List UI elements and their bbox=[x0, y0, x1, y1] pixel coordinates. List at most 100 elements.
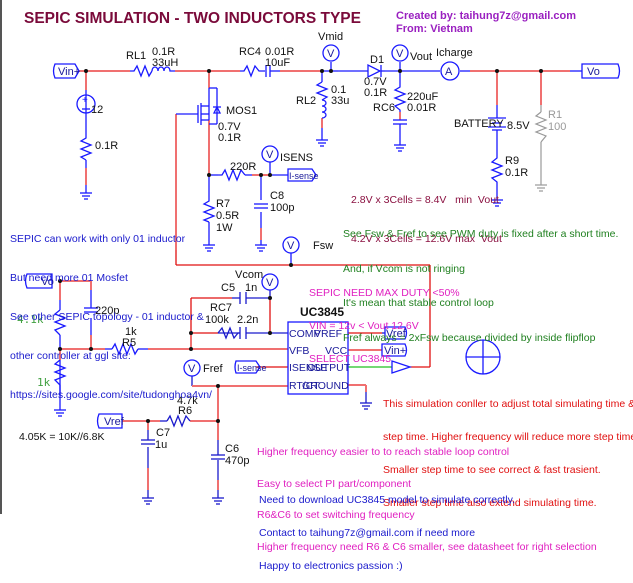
svg-text:0.1R: 0.1R bbox=[505, 167, 528, 179]
note-line: Easy to select PI part/component bbox=[257, 477, 412, 490]
rc4-capacitor[interactable] bbox=[240, 64, 280, 78]
note-line: Contact to taihung7z@gmail.com if need m… bbox=[259, 527, 476, 539]
note-duty-info: SEPIC NEED MAX DUTY <50% VIN = 12v < Vou… bbox=[309, 266, 460, 376]
ground-icon bbox=[360, 402, 372, 410]
svg-text:100k: 100k bbox=[205, 314, 229, 326]
svg-text:RL1: RL1 bbox=[126, 50, 146, 62]
schematic-frame bbox=[0, 0, 2, 514]
svg-text:I-sense: I-sense bbox=[289, 171, 319, 181]
c7-capacitor[interactable] bbox=[141, 439, 155, 445]
note-sim-info: This simulation conller to adjust total … bbox=[383, 377, 633, 520]
svg-text:Vo: Vo bbox=[587, 66, 600, 78]
svg-text:Vo: Vo bbox=[41, 276, 54, 288]
svg-text:R9: R9 bbox=[505, 155, 519, 167]
svg-text:RC6: RC6 bbox=[373, 102, 395, 114]
voltmeter-vcom[interactable]: V bbox=[261, 273, 279, 291]
svg-text:VFB: VFB bbox=[289, 345, 309, 357]
svg-text:D1: D1 bbox=[370, 54, 384, 66]
svg-text:R6: R6 bbox=[178, 405, 192, 417]
svg-text:12: 12 bbox=[91, 104, 103, 116]
r-4.1k-resistor[interactable] bbox=[53, 309, 67, 336]
note-line: Higher frequency easier to to reach stab… bbox=[257, 446, 510, 458]
r7-resistor[interactable] bbox=[202, 198, 216, 223]
svg-text:RL2: RL2 bbox=[296, 95, 316, 107]
note-line: It's mean that stable control loop bbox=[343, 297, 494, 309]
simulation-clock-icon[interactable] bbox=[465, 339, 501, 375]
ammeter-icharge[interactable]: A bbox=[440, 61, 460, 81]
svg-text:Fsw: Fsw bbox=[313, 240, 333, 252]
battery[interactable] bbox=[488, 117, 506, 131]
port-vc[interactable]: Vo bbox=[24, 273, 54, 289]
svg-text:C5: C5 bbox=[221, 282, 235, 294]
credits-author: Created by: taihung7z@gmail.com bbox=[396, 10, 577, 22]
r-1k-resistor[interactable] bbox=[53, 359, 67, 395]
svg-text:BATTERY: BATTERY bbox=[454, 118, 504, 130]
rc7-rc-network[interactable] bbox=[217, 326, 247, 340]
mosfet-mos1[interactable] bbox=[197, 87, 222, 125]
sepic-link[interactable]: https://sites.google.com/site/tudonghoa4… bbox=[10, 389, 212, 401]
port-vref[interactable]: Vref bbox=[96, 413, 125, 429]
r5-resistor[interactable] bbox=[111, 342, 139, 356]
c5-capacitor[interactable] bbox=[239, 292, 247, 304]
port-vin[interactable]: Vin+ bbox=[52, 63, 81, 79]
svg-text:Vmid: Vmid bbox=[318, 31, 343, 43]
voltage-source-12v[interactable]: + bbox=[76, 94, 96, 114]
svg-text:1n: 1n bbox=[245, 282, 257, 294]
c-220p-capacitor[interactable] bbox=[84, 307, 98, 313]
svg-text:1k: 1k bbox=[125, 326, 137, 338]
svg-text:10uF: 10uF bbox=[265, 57, 290, 69]
svg-text:2.2n: 2.2n bbox=[237, 314, 258, 326]
ground-icon bbox=[491, 199, 503, 207]
svg-text:4.1k: 4.1k bbox=[17, 313, 44, 326]
port-vin-out[interactable]: Vin+ bbox=[381, 343, 408, 357]
note-line: And, if Vcom is not ringing bbox=[343, 262, 465, 275]
note-sepic-info: SEPIC can work with only 01 inductor But… bbox=[10, 207, 212, 415]
svg-text:R1: R1 bbox=[548, 109, 562, 121]
r-220-resistor[interactable] bbox=[218, 168, 246, 182]
svg-text:33uH: 33uH bbox=[152, 57, 178, 69]
ground-icon bbox=[316, 139, 328, 147]
svg-text:V: V bbox=[266, 277, 274, 289]
svg-text:R5: R5 bbox=[122, 337, 136, 349]
voltmeter-vout[interactable]: V bbox=[391, 44, 409, 62]
rl1-inductor[interactable] bbox=[130, 64, 175, 78]
c8-capacitor[interactable] bbox=[254, 203, 268, 209]
port-isense-in[interactable]: I-sense bbox=[234, 360, 267, 374]
note-battery-calc: 2.8V x 3Cells = 8.4V min Vout 4.2V x 3Ce… bbox=[351, 168, 502, 259]
svg-text:GROUND: GROUND bbox=[302, 380, 349, 392]
note-line: VIN = 12v < Vout 12.6V bbox=[309, 320, 419, 332]
note-line: Fref always = 2xFsw because divided by i… bbox=[343, 331, 596, 344]
svg-text:ISENS: ISENS bbox=[280, 152, 313, 164]
svg-text:C8: C8 bbox=[270, 190, 284, 202]
r-source-resistor[interactable] bbox=[79, 135, 93, 161]
svg-text:1W: 1W bbox=[216, 222, 233, 234]
r1-resistor[interactable] bbox=[534, 111, 548, 143]
voltmeter-vmid[interactable]: V bbox=[322, 44, 340, 62]
svg-text:1u: 1u bbox=[155, 439, 167, 451]
voltmeter-fsw[interactable]: V bbox=[282, 236, 300, 254]
rc6-capacitor[interactable] bbox=[393, 84, 407, 125]
svg-text:0.7V: 0.7V bbox=[218, 121, 241, 133]
note-line: Smaller step time also extend simulating… bbox=[383, 497, 597, 509]
port-vref-out[interactable]: Vref bbox=[384, 326, 408, 340]
port-vo[interactable]: Vo bbox=[581, 63, 621, 79]
svg-text:VCC: VCC bbox=[325, 345, 348, 357]
c6-capacitor[interactable] bbox=[211, 454, 225, 460]
ground-icon bbox=[255, 244, 267, 252]
rl2-inductor[interactable] bbox=[315, 81, 329, 119]
uc3845-ic[interactable] bbox=[287, 321, 349, 395]
svg-text:1k: 1k bbox=[37, 376, 51, 389]
r6-resistor[interactable] bbox=[166, 414, 191, 428]
voltmeter-fref[interactable]: V bbox=[183, 359, 201, 377]
note-line: Smaller step time to see correct & fast … bbox=[383, 464, 601, 476]
svg-text:0.1R: 0.1R bbox=[364, 87, 387, 99]
svg-text:V: V bbox=[266, 149, 274, 161]
port-isense[interactable]: I-sense bbox=[287, 168, 319, 182]
diode-d1[interactable] bbox=[367, 63, 385, 79]
svg-text:0.5R: 0.5R bbox=[216, 210, 239, 222]
r9-resistor[interactable] bbox=[490, 155, 504, 185]
output-buffer-icon bbox=[391, 360, 413, 374]
svg-text:Vcom: Vcom bbox=[235, 269, 263, 281]
svg-text:R7: R7 bbox=[216, 198, 230, 210]
voltmeter-isens[interactable]: V bbox=[261, 145, 279, 163]
